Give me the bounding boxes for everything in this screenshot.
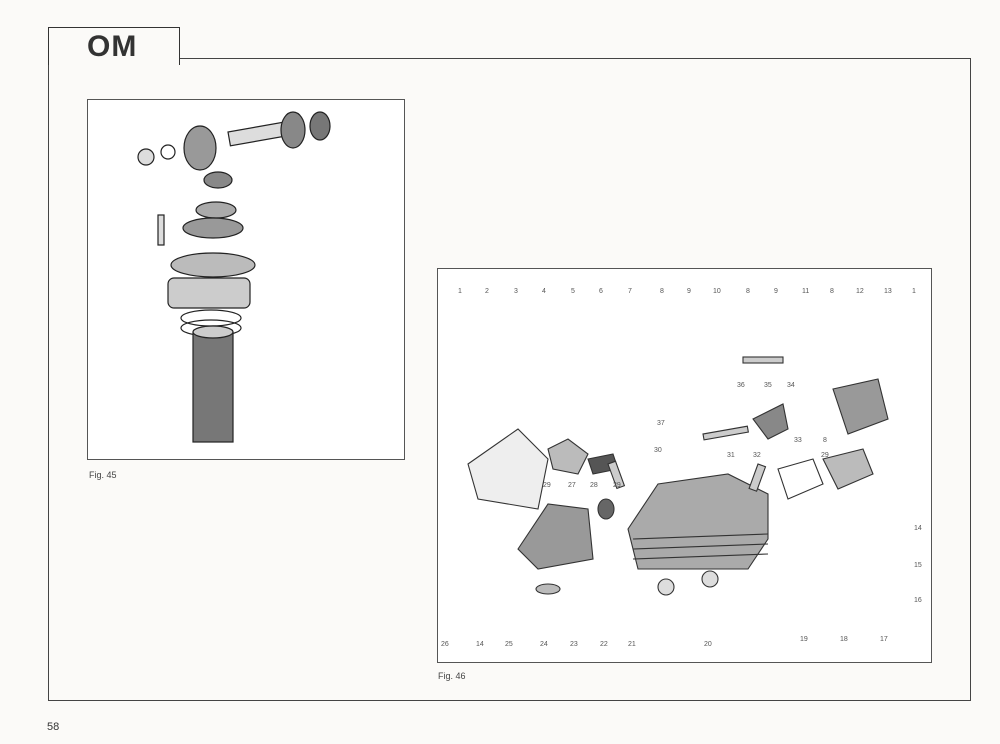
- svg-text:31: 31: [727, 452, 735, 459]
- svg-text:9: 9: [687, 288, 691, 295]
- svg-text:3: 3: [514, 288, 518, 295]
- svg-text:17: 17: [880, 636, 888, 643]
- page-frame: [48, 58, 971, 701]
- figure-46-exploded-view: 1 2 3 4 5 6 7 8 9 10 8 9 11 8 12 13 1 36…: [437, 268, 932, 663]
- svg-text:29: 29: [613, 482, 621, 489]
- svg-text:9: 9: [774, 288, 778, 295]
- svg-text:8: 8: [660, 288, 664, 295]
- svg-text:6: 6: [599, 288, 603, 295]
- svg-text:16: 16: [914, 597, 922, 604]
- svg-text:30: 30: [654, 447, 662, 454]
- figure-45-illustration: [87, 99, 405, 460]
- figure-46-caption: Fig. 46: [438, 671, 466, 681]
- svg-text:20: 20: [704, 641, 712, 648]
- svg-text:8: 8: [823, 437, 827, 444]
- svg-text:1: 1: [912, 288, 916, 295]
- svg-text:18: 18: [840, 636, 848, 643]
- section-title: OM: [87, 30, 138, 63]
- svg-text:36: 36: [737, 382, 745, 389]
- svg-text:7: 7: [628, 288, 632, 295]
- svg-text:24: 24: [540, 641, 548, 648]
- svg-text:25: 25: [505, 641, 513, 648]
- svg-text:34: 34: [787, 382, 795, 389]
- section-tab: OM: [48, 27, 180, 65]
- svg-text:22: 22: [600, 641, 608, 648]
- svg-text:28: 28: [590, 482, 598, 489]
- svg-text:33: 33: [794, 437, 802, 444]
- svg-text:8: 8: [746, 288, 750, 295]
- svg-text:1: 1: [458, 288, 462, 295]
- svg-text:32: 32: [753, 452, 761, 459]
- page-number: 58: [47, 721, 60, 733]
- svg-text:5: 5: [571, 288, 575, 295]
- svg-text:37: 37: [657, 420, 665, 427]
- svg-text:14: 14: [914, 525, 922, 532]
- svg-text:11: 11: [802, 288, 809, 295]
- svg-text:21: 21: [628, 641, 636, 648]
- callout-labels: 1 2 3 4 5 6 7 8 9 10 8 9 11 8 12 13 1 36…: [441, 288, 922, 648]
- svg-text:29: 29: [543, 482, 551, 489]
- svg-text:27: 27: [568, 482, 576, 489]
- svg-text:35: 35: [764, 382, 772, 389]
- svg-text:8: 8: [830, 288, 834, 295]
- bevel-gear-shaft-drawing: [137, 111, 331, 443]
- svg-text:26: 26: [441, 641, 449, 648]
- svg-text:10: 10: [713, 288, 721, 295]
- svg-text:29: 29: [821, 452, 829, 459]
- svg-text:2: 2: [485, 288, 489, 295]
- svg-text:14: 14: [476, 641, 484, 648]
- svg-text:12: 12: [856, 288, 864, 295]
- figure-45-caption: Fig. 45: [89, 470, 117, 480]
- svg-text:4: 4: [542, 288, 546, 295]
- svg-text:23: 23: [570, 641, 578, 648]
- cylinder-head-exploded-drawing: 1 2 3 4 5 6 7 8 9 10 8 9 11 8 12 13 1 36…: [441, 288, 922, 648]
- svg-text:19: 19: [800, 636, 808, 643]
- svg-text:13: 13: [884, 288, 892, 295]
- svg-text:15: 15: [914, 562, 922, 569]
